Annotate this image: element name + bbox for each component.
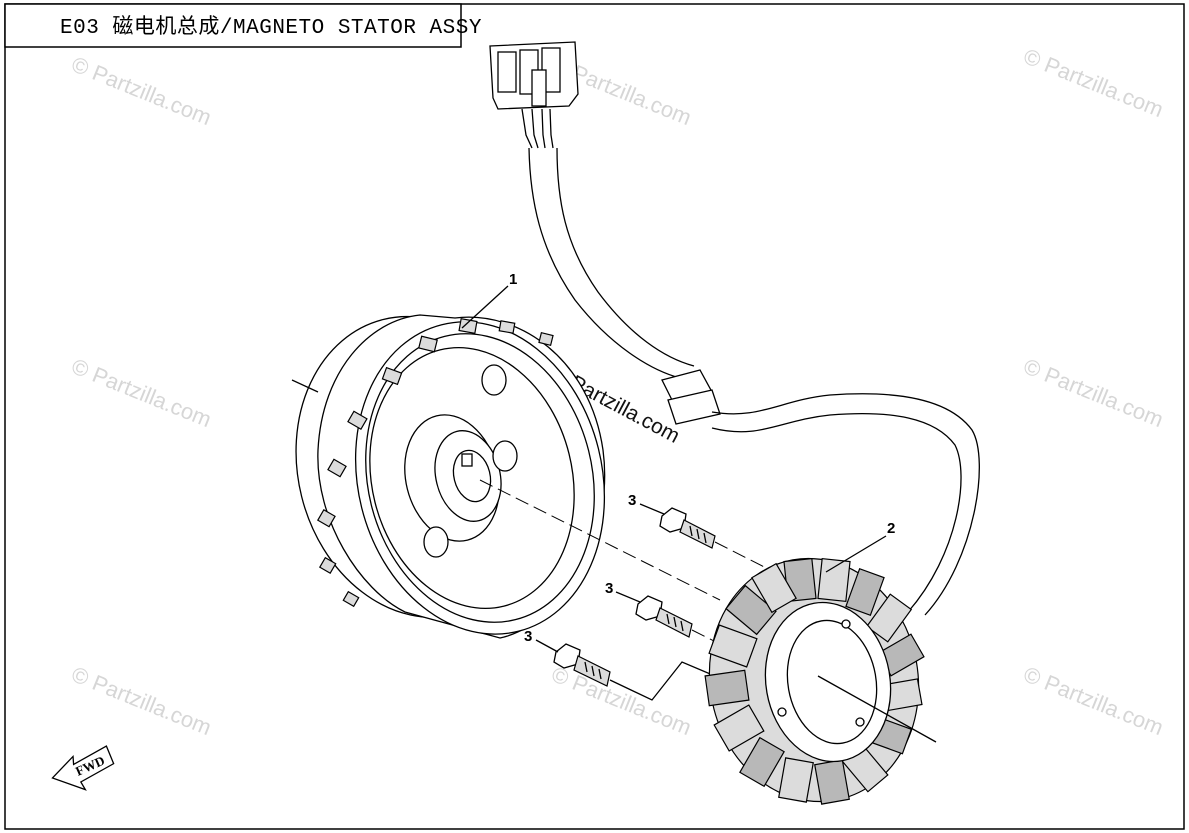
leader-3a [639, 503, 665, 515]
leader-2 [825, 535, 887, 573]
diagram-title: E03 磁电机总成/MAGNETO STATOR ASSY [60, 15, 482, 40]
leader-3b [615, 591, 641, 603]
watermark: © Partzilla.com [68, 661, 215, 740]
leader-1 [461, 285, 509, 329]
bolt [635, 595, 693, 638]
callout-3: 3 [605, 580, 613, 597]
page-border [4, 3, 1185, 830]
watermark: © Partzilla.com [68, 51, 215, 130]
callout-3: 3 [524, 628, 532, 645]
watermark: © Partzilla.com [68, 353, 215, 432]
watermark: © Partzilla.com [1020, 353, 1167, 432]
wire-harness [489, 41, 980, 616]
watermark: © Partzilla.com [1020, 43, 1167, 122]
bolt [659, 507, 716, 549]
title-box [4, 3, 462, 48]
callout-1: 1 [509, 271, 517, 288]
bolt [553, 643, 611, 687]
flywheel-rotor [295, 314, 606, 639]
callout-3: 3 [628, 492, 636, 509]
centerline-left [291, 379, 319, 393]
centerline-right [817, 675, 937, 743]
watermark: © Partzilla.com [1020, 661, 1167, 740]
leader-3c [535, 639, 559, 653]
stator-coil [704, 557, 925, 805]
forward-arrow-icon: FWD [51, 745, 115, 791]
centerline [479, 479, 721, 601]
callout-2: 2 [887, 520, 895, 537]
